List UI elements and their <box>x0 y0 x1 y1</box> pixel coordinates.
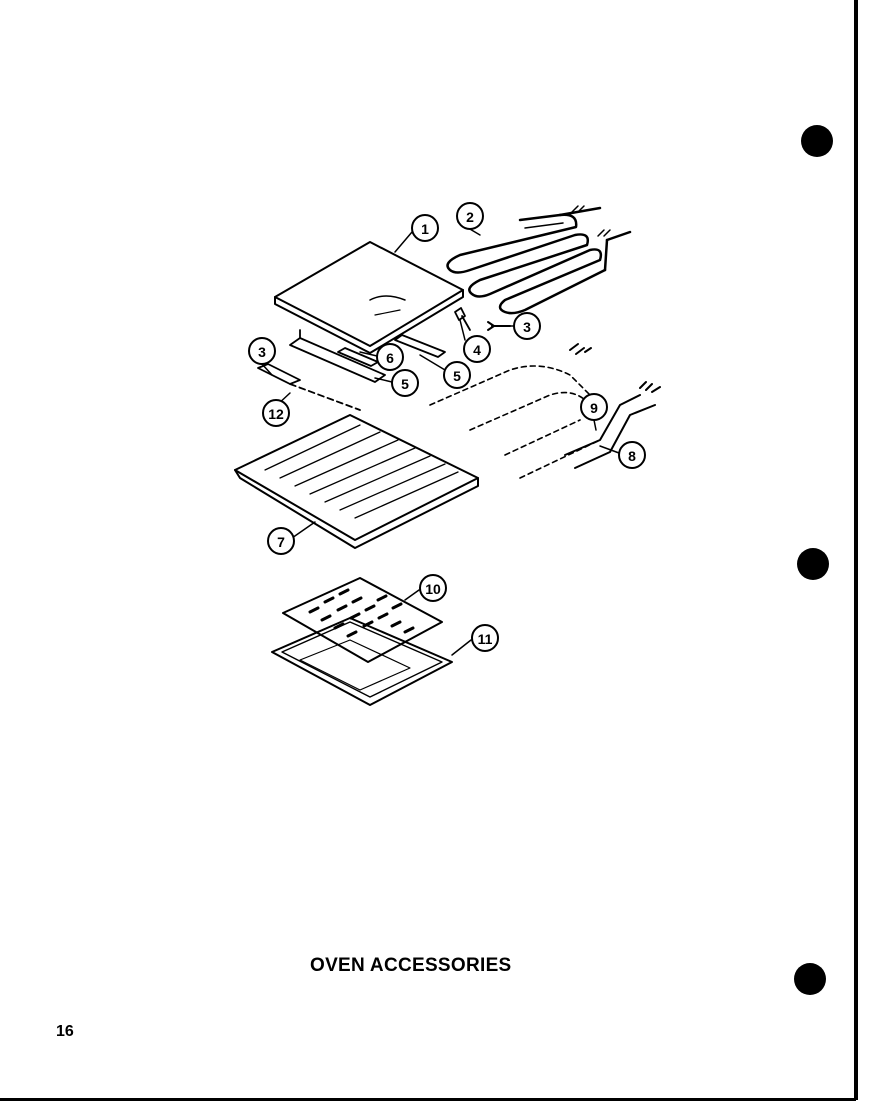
part-bake-element-terminal <box>564 343 661 469</box>
page-title: OVEN ACCESSORIES <box>310 955 512 976</box>
callout-circles <box>248 202 646 652</box>
part-top-panel <box>274 241 464 354</box>
punch-hole-top <box>801 125 833 157</box>
callout-6: 6 <box>386 350 394 366</box>
callout-7: 7 <box>277 534 285 550</box>
callout-9: 9 <box>590 400 598 416</box>
callout-1: 1 <box>421 221 429 237</box>
part-oven-bottom <box>234 414 479 549</box>
part-clip <box>454 307 471 331</box>
punch-hole-bottom <box>794 963 826 995</box>
page-border-right <box>854 0 858 1100</box>
callout-5-left: 5 <box>401 376 409 392</box>
callout-12: 12 <box>268 406 284 422</box>
part-screw-upper <box>487 321 511 331</box>
punch-hole-middle <box>797 548 829 580</box>
callout-3-upper: 3 <box>523 319 531 335</box>
callout-10: 10 <box>425 581 441 597</box>
callout-numbers: 1 2 3 4 5 6 3 5 12 7 9 8 10 11 <box>258 209 636 647</box>
part-broil-pan <box>271 617 453 706</box>
callout-4: 4 <box>473 342 481 358</box>
callout-8: 8 <box>628 448 636 464</box>
page-border-bottom <box>0 1098 856 1101</box>
callout-11: 11 <box>478 631 493 647</box>
page-number: 16 <box>56 1023 74 1040</box>
callout-3-left: 3 <box>258 344 266 360</box>
part-side-rails <box>289 329 446 383</box>
callout-5-right: 5 <box>453 368 461 384</box>
callout-2: 2 <box>466 209 474 225</box>
part-broil-element <box>446 205 632 315</box>
part-rod <box>257 363 361 411</box>
